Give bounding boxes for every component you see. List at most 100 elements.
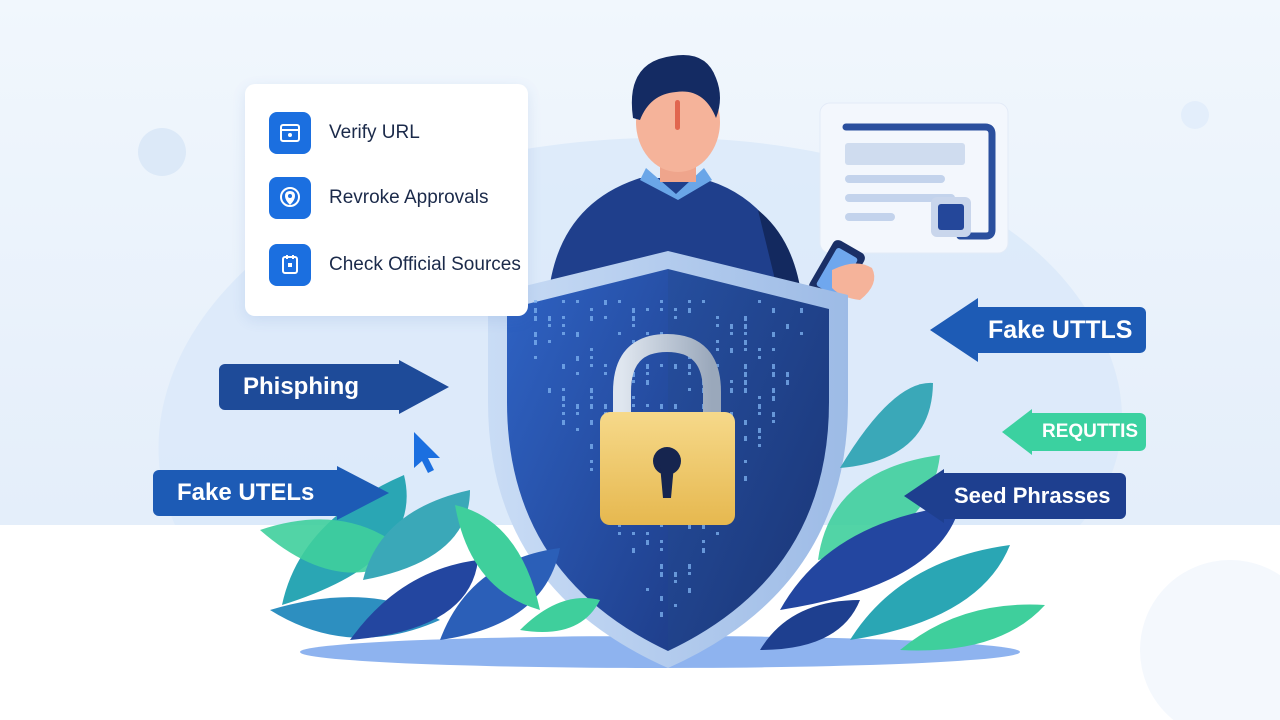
checklist-item-check-official-sources[interactable]: Check Official Sources — [269, 243, 521, 287]
shield-texture-dot — [716, 348, 719, 351]
shield-texture-dot — [646, 380, 649, 385]
shield-texture-dot — [646, 332, 649, 335]
shield-texture-dot — [590, 356, 593, 359]
shield-texture-dot — [590, 308, 593, 311]
shield-texture-dot — [688, 588, 691, 593]
shield-texture-dot — [716, 364, 719, 367]
shield-texture-dot — [590, 316, 593, 321]
shield-texture-dot — [660, 524, 663, 527]
arrow-right-icon — [399, 360, 449, 414]
arrow-right-icon — [337, 466, 389, 520]
shield-texture-dot — [688, 356, 691, 359]
shield-texture-dot — [618, 524, 621, 527]
threat-tag-label: Seed Phrasses — [944, 473, 1126, 519]
shield-texture-dot — [688, 308, 691, 313]
shield-texture-dot — [562, 332, 565, 335]
shield-texture-dot — [744, 436, 747, 441]
shield-texture-dot — [744, 324, 747, 329]
shield-texture-dot — [562, 412, 565, 415]
threat-tag-label: REQUTTIS — [1032, 413, 1146, 451]
shield-texture-dot — [744, 364, 747, 369]
shield-texture-dot — [632, 380, 635, 383]
shield-texture-dot — [786, 324, 789, 329]
checklist-item-label: Revroke Approvals — [329, 187, 489, 208]
shield-texture-dot — [562, 300, 565, 303]
shield-texture-dot — [590, 364, 593, 367]
shield-texture-dot — [590, 388, 593, 393]
shield-texture-dot — [534, 316, 537, 321]
shield-texture-dot — [632, 372, 635, 377]
shield-texture-dot — [772, 308, 775, 313]
shield-texture-dot — [548, 388, 551, 393]
shield-texture-dot — [604, 364, 607, 367]
shield-texture-dot — [534, 332, 537, 337]
shield-texture-dot — [632, 316, 635, 321]
shield-texture-dot — [702, 540, 705, 543]
shield-texture-dot — [744, 340, 747, 345]
shield-texture-dot — [688, 572, 691, 575]
shield-texture-dot — [660, 596, 663, 601]
shield-texture-dot — [744, 380, 747, 385]
shield-texture-dot — [730, 388, 733, 393]
shield-texture-dot — [646, 588, 649, 591]
shield-texture-dot — [744, 420, 747, 425]
checklist-item-revoke-approvals[interactable]: Revroke Approvals — [269, 176, 488, 220]
shield-texture-dot — [772, 396, 775, 401]
shield-texture-dot — [646, 308, 649, 311]
threat-tag-requests: REQUTTIS — [1002, 409, 1146, 455]
shield-texture-dot — [800, 332, 803, 335]
shield-texture-dot — [590, 420, 593, 425]
shield-texture-dot — [674, 308, 677, 311]
shield-texture-dot — [674, 316, 677, 319]
arrow-left-icon — [904, 469, 944, 523]
shield-texture-dot — [590, 444, 593, 449]
shield-texture-dot — [632, 532, 635, 535]
shield-texture-dot — [660, 364, 663, 367]
shield-texture-dot — [730, 380, 733, 383]
shield-texture-dot — [758, 412, 761, 415]
shield-texture-dot — [604, 316, 607, 319]
shield-texture-dot — [632, 308, 635, 313]
threat-tag-seed-phrases: Seed Phrasses — [904, 469, 1126, 523]
shield-texture-dot — [660, 300, 663, 303]
shield-texture-dot — [744, 460, 747, 463]
shield-texture-dot — [772, 412, 775, 417]
checklist-item-verify-url[interactable]: Verify URL — [269, 111, 420, 155]
shield-texture-dot — [604, 300, 607, 305]
shield-texture-dot — [646, 532, 649, 535]
shield-texture-dot — [716, 316, 719, 319]
shield-texture-dot — [772, 388, 775, 393]
shield-texture-dot — [548, 324, 551, 327]
shield-texture-dot — [562, 364, 565, 369]
shield-texture-dot — [758, 428, 761, 433]
shield-texture-dot — [590, 348, 593, 351]
shield-texture-dot — [744, 372, 747, 377]
shield-texture-dot — [772, 348, 775, 351]
shield-texture-dot — [534, 308, 537, 313]
threat-tag-phishing: Phisphing — [219, 360, 449, 414]
shield-texture-dot — [576, 332, 579, 337]
shield-texture-dot — [702, 548, 705, 553]
shield-texture-dot — [744, 348, 747, 351]
shield-texture-dot — [562, 388, 565, 391]
shield-texture-dot — [590, 396, 593, 399]
shield-texture-dot — [646, 540, 649, 545]
shield-texture-dot — [576, 372, 579, 375]
arrow-left-icon — [1002, 409, 1032, 455]
browser-lock-icon — [269, 112, 311, 154]
shield-texture-dot — [758, 444, 761, 447]
shield-texture-dot — [772, 420, 775, 423]
shield-texture-dot — [674, 364, 677, 369]
shield-texture-dot — [730, 348, 733, 353]
shield-texture-dot — [688, 364, 691, 369]
shield-texture-dot — [562, 404, 565, 407]
shield-texture-dot — [758, 356, 761, 359]
decorative-leaves — [260, 382, 1045, 651]
shield-texture-dot — [674, 604, 677, 607]
shield-texture-dot — [716, 532, 719, 535]
document-card — [819, 102, 1009, 254]
shield-texture-dot — [632, 396, 635, 399]
shield-texture-dot — [604, 372, 607, 375]
shield-texture-dot — [688, 372, 691, 375]
